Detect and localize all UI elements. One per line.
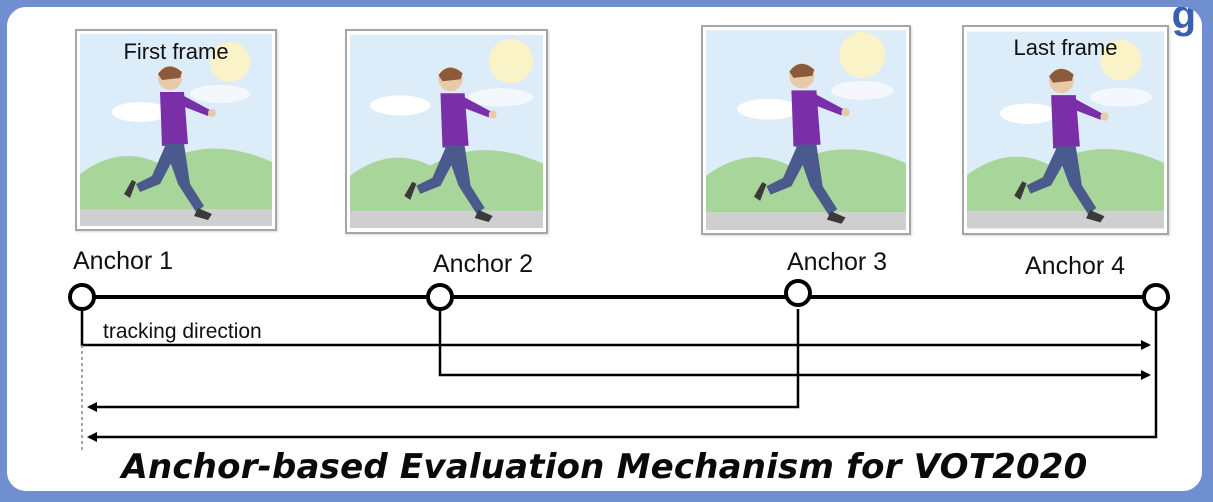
frame-label-last: Last frame bbox=[1013, 35, 1118, 60]
anchor-timeline-diagram bbox=[68, 279, 1170, 453]
runner-scene-image bbox=[706, 30, 906, 230]
anchor-label-2: Anchor 2 bbox=[433, 250, 534, 278]
anchor-label-1: Anchor 1 bbox=[73, 247, 174, 275]
backward-arrow-from-anchor-3 bbox=[87, 309, 800, 412]
anchor-node-2 bbox=[426, 283, 454, 311]
frame-last: Last frame bbox=[962, 25, 1169, 235]
frame-anchor-3 bbox=[701, 25, 911, 235]
frame-anchor-2 bbox=[345, 29, 548, 234]
anchor-node-1 bbox=[68, 283, 96, 311]
anchor-label-3: Anchor 3 bbox=[787, 248, 888, 276]
frame-label-first: First frame bbox=[123, 39, 229, 64]
anchor-label-4: Anchor 4 bbox=[1025, 252, 1126, 280]
decorative-corner-glyph: g bbox=[1171, 4, 1196, 37]
anchor-node-3 bbox=[784, 279, 812, 307]
backward-arrow-from-anchor-4 bbox=[87, 309, 1158, 442]
tracking-direction-label: tracking direction bbox=[103, 320, 262, 343]
runner-scene-image bbox=[967, 31, 1164, 229]
forward-arrow-from-anchor-2 bbox=[438, 309, 1151, 380]
runner-scene-image bbox=[80, 34, 272, 226]
diagram-card: g First frame bbox=[4, 4, 1205, 494]
diagram-caption: Anchor-based Evaluation Mechanism for VO… bbox=[121, 447, 1088, 487]
anchor-node-4 bbox=[1142, 283, 1170, 311]
frame-first: First frame bbox=[75, 29, 277, 231]
runner-scene-image bbox=[350, 35, 543, 228]
